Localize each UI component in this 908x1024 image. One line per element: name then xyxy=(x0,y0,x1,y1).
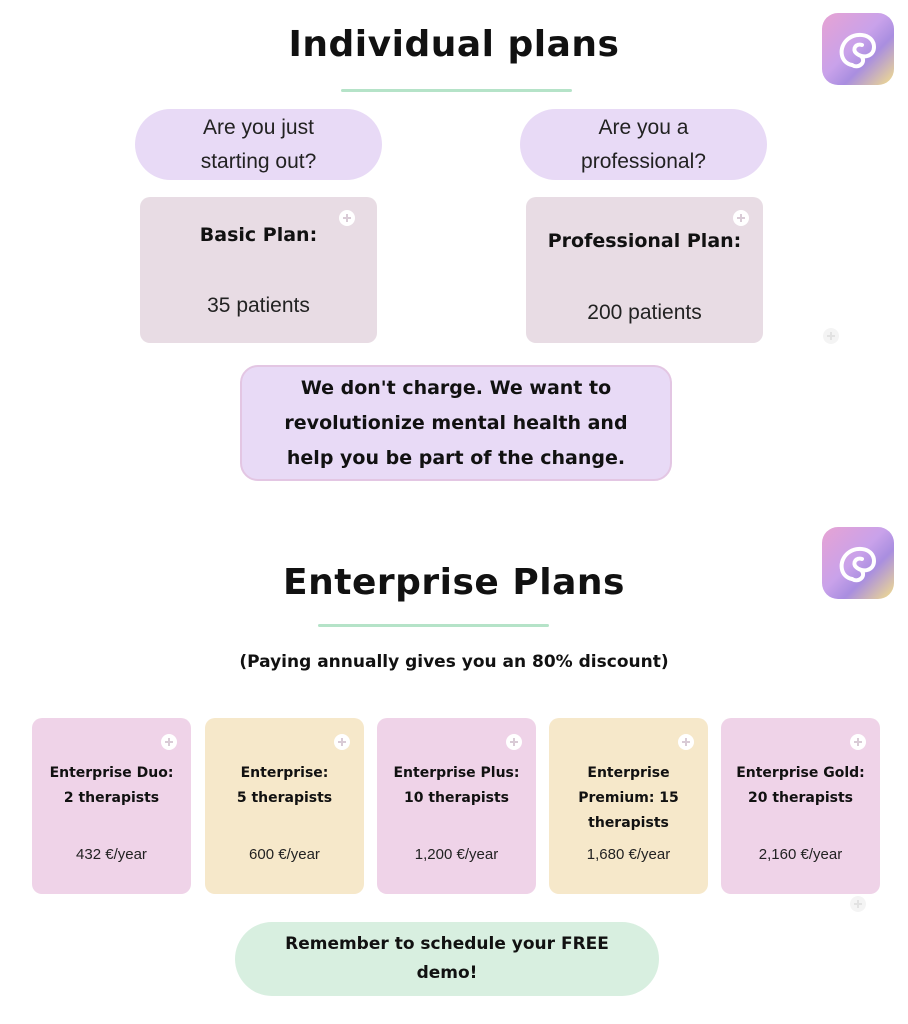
plan-price: 2,160 €/year xyxy=(758,846,843,863)
enterprise-plus-card[interactable]: Enterprise Plus: 10 therapists 1,200 €/y… xyxy=(377,718,536,894)
plan-name: Enterprise Premium: 15 therapists xyxy=(578,765,679,831)
schedule-demo-button[interactable]: Remember to schedule your FREE demo! xyxy=(235,922,659,996)
plan-name: Professional Plan: xyxy=(547,230,742,252)
plus-circle-icon[interactable] xyxy=(678,734,694,750)
basic-plan-card[interactable]: Basic Plan: 35 patients xyxy=(140,197,377,343)
plus-circle-icon[interactable] xyxy=(850,734,866,750)
plan-name: Enterprise Plus: 10 therapists xyxy=(393,765,520,806)
plus-circle-icon[interactable] xyxy=(161,734,177,750)
enterprise-plans-title: Enterprise Plans xyxy=(283,562,625,603)
plan-value: 200 patients xyxy=(587,301,702,324)
plus-circle-icon[interactable] xyxy=(823,328,839,344)
plan-price: 600 €/year xyxy=(249,846,320,863)
plan-name: Enterprise: 5 therapists xyxy=(236,765,333,806)
brand-logo-icon xyxy=(822,13,894,85)
plan-price: 432 €/year xyxy=(76,846,147,863)
brand-logo-icon xyxy=(822,527,894,599)
enterprise-premium-card[interactable]: Enterprise Premium: 15 therapists 1,680 … xyxy=(549,718,708,894)
plus-circle-icon[interactable] xyxy=(334,734,350,750)
plus-circle-icon[interactable] xyxy=(339,210,355,226)
plan-name: Enterprise Gold: 20 therapists xyxy=(736,765,865,806)
plus-circle-icon[interactable] xyxy=(850,896,866,912)
plan-price: 1,200 €/year xyxy=(414,846,499,863)
title-underline xyxy=(318,624,549,627)
individual-plans-title: Individual plans xyxy=(288,24,620,65)
enterprise-gold-card[interactable]: Enterprise Gold: 20 therapists 2,160 €/y… xyxy=(721,718,880,894)
question-text: Are you a professional? xyxy=(581,115,706,173)
question-text: Are you just starting out? xyxy=(200,115,317,173)
plan-price: 1,680 €/year xyxy=(586,846,671,863)
question-starting-out: Are you just starting out? xyxy=(135,109,382,180)
plus-circle-icon[interactable] xyxy=(733,210,749,226)
plan-name: Basic Plan: xyxy=(199,224,318,246)
plan-value: 35 patients xyxy=(207,294,310,317)
enterprise-card[interactable]: Enterprise: 5 therapists 600 €/year xyxy=(205,718,364,894)
no-charge-message: We don't charge. We want to revolutioniz… xyxy=(240,365,672,481)
title-underline xyxy=(341,89,572,92)
annual-discount-note: (Paying annually gives you an 80% discou… xyxy=(239,652,669,672)
professional-plan-card[interactable]: Professional Plan: 200 patients xyxy=(526,197,763,343)
plus-circle-icon[interactable] xyxy=(506,734,522,750)
plan-name: Enterprise Duo: 2 therapists xyxy=(49,765,174,806)
enterprise-duo-card[interactable]: Enterprise Duo: 2 therapists 432 €/year xyxy=(32,718,191,894)
question-professional: Are you a professional? xyxy=(520,109,767,180)
